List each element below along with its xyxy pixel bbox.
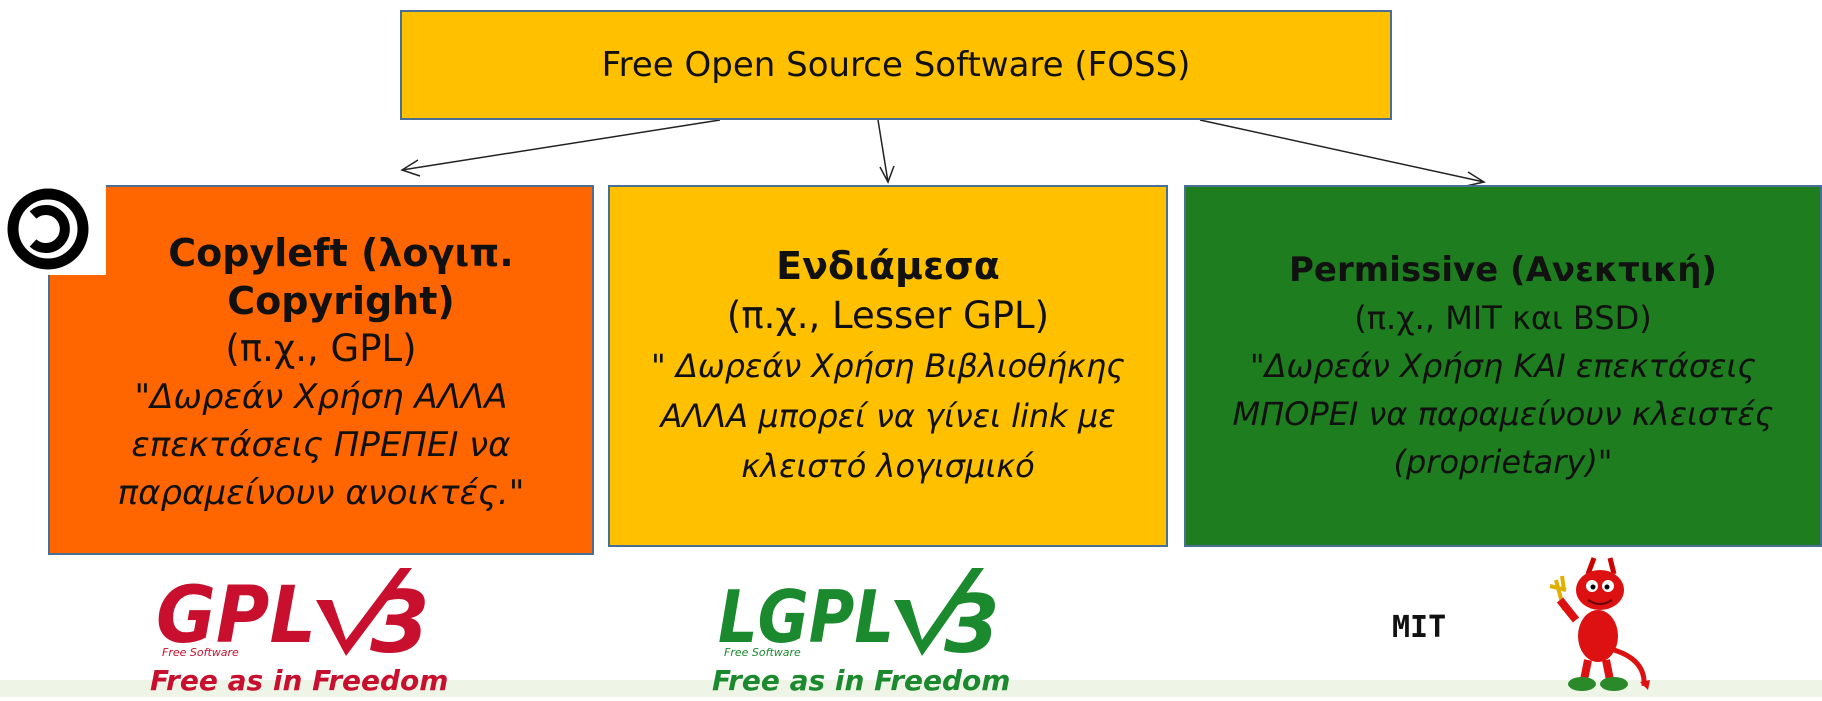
intermediate-box: Ενδιάμεσα (π.χ., Lesser GPL) " Δωρεάν Χρ… — [608, 185, 1168, 547]
copyleft-quote: "Δωρεάν Χρήση ΑΛΛΑ επεκτάσεις ΠΡΕΠΕΙ να … — [117, 377, 525, 513]
copyleft-icon — [0, 185, 106, 275]
arrowhead-middle — [879, 165, 895, 184]
intermediate-quote: " Δωρεάν Χρήση Βιβλιοθήκης ΑΛΛΑ μπορεί ν… — [651, 347, 1125, 485]
gpl-wordmark: GPL — [156, 571, 316, 661]
bottom-band — [0, 680, 1822, 697]
bsd-daemon-icon — [1536, 550, 1666, 701]
foss-root-label: Free Open Source Software (FOSS) — [601, 45, 1191, 85]
mit-label: MIT — [1392, 610, 1447, 645]
permissive-example: (π.χ., MIT και BSD) — [1354, 299, 1652, 337]
arrowhead-copyleft — [400, 159, 421, 177]
gpl-version-3: 3 — [370, 573, 430, 673]
lgpl-wordmark: LGPL — [718, 575, 894, 659]
lgpl-v-swoosh — [894, 568, 984, 656]
lgpl-small-text: Free Software — [724, 646, 801, 659]
arrow-to-permissive — [1199, 119, 1485, 183]
arrow-to-copyleft — [401, 119, 721, 171]
intermediate-title: Ενδιάμεσα — [776, 244, 1000, 288]
copyleft-example: (π.χ., GPL) — [225, 327, 417, 370]
gpl-small-text: Free Software — [162, 646, 239, 659]
lgpl-version-3: 3 — [944, 578, 1000, 671]
intermediate-example: (π.χ., Lesser GPL) — [726, 294, 1050, 337]
arrow-to-middle — [877, 119, 889, 183]
gpl-tagline: Free as in Freedom — [150, 664, 448, 697]
gpl-v-swoosh — [316, 568, 412, 656]
permissive-title: Permissive (Ανεκτική) — [1289, 250, 1717, 290]
arrowhead-permissive — [1465, 171, 1486, 187]
gplv3-logo: GPL 3 Free Software Free as in Freedom — [150, 560, 450, 701]
copyleft-title: Copyleft (λογιπ. Copyright) — [168, 231, 514, 323]
copyleft-box: Copyleft (λογιπ. Copyright) (π.χ., GPL) … — [48, 185, 594, 555]
lgplv3-logo: LGPL 3 Free Software Free as in Freedom — [712, 560, 1012, 701]
lgpl-tagline: Free as in Freedom — [712, 664, 1010, 697]
permissive-box: Permissive (Ανεκτική) (π.χ., MIT και BSD… — [1184, 185, 1822, 547]
permissive-quote: "Δωρεάν Χρήση ΚΑΙ επεκτάσεις ΜΠΟΡΕΙ να π… — [1232, 347, 1774, 481]
foss-root-box: Free Open Source Software (FOSS) — [400, 10, 1392, 120]
